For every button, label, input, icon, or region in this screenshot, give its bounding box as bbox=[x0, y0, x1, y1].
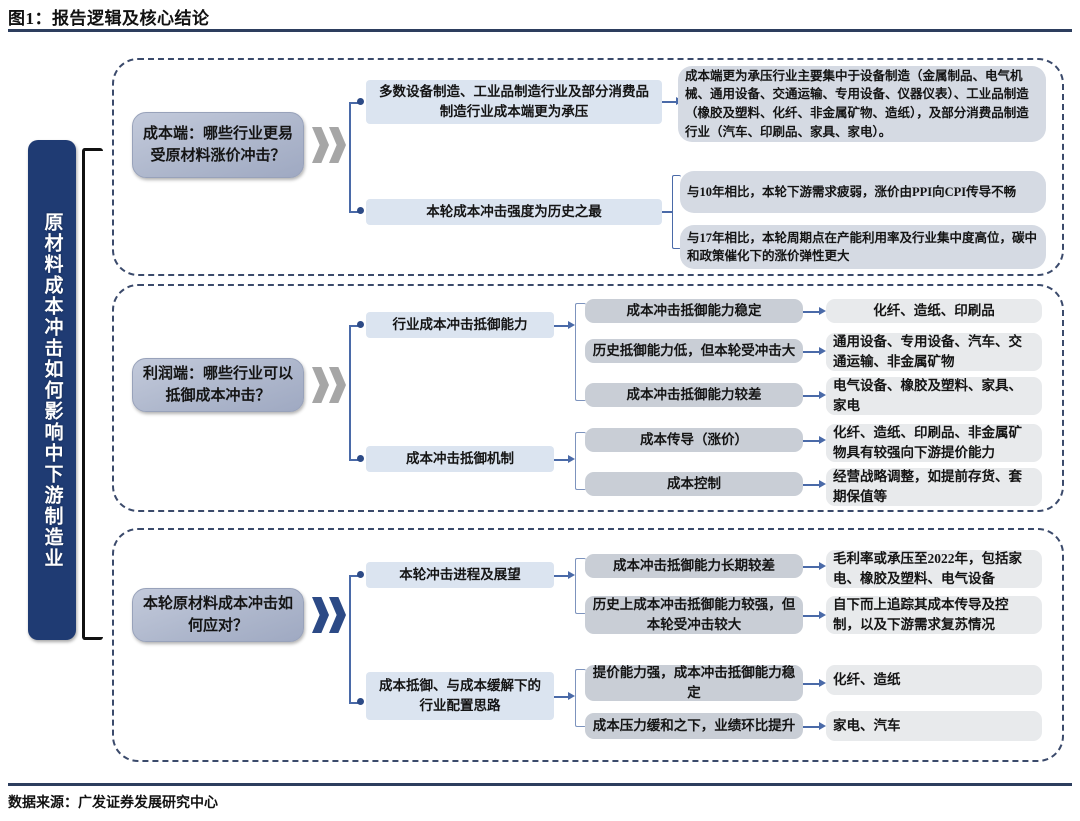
topic-2-1-1[interactable]: 成本冲击抵御能力稳定 bbox=[585, 299, 803, 323]
connector-horizontal-3a bbox=[349, 575, 361, 577]
result-3-1-2: 自下而上追踪其成本传导及控制，以及下游需求复苏情况 bbox=[826, 596, 1042, 634]
result-2-2-1: 化纤、造纸、印刷品、非金属矿物具有较强向下游提价能力 bbox=[826, 424, 1042, 462]
connector-horizontal-3-2-1 bbox=[803, 683, 821, 685]
connector-dot-2a bbox=[357, 321, 364, 328]
connector-horizontal-2-1-3 bbox=[803, 395, 821, 397]
bracket-3-1 bbox=[575, 558, 586, 614]
connector-horizontal-2a bbox=[349, 325, 361, 327]
section-frame-profit-side bbox=[112, 284, 1064, 512]
result-3-2-2: 家电、汽车 bbox=[826, 711, 1042, 741]
grouping-brace bbox=[82, 148, 103, 640]
bracket-1-2 bbox=[672, 175, 681, 249]
topic-3-1-1[interactable]: 成本冲击抵御能力长期较差 bbox=[585, 554, 803, 578]
connector-horizontal-2-1-2 bbox=[803, 351, 821, 353]
arrow-icon-3-2-2 bbox=[819, 722, 826, 730]
chevron-icon-response bbox=[312, 597, 346, 633]
connector-horizontal-3-2 bbox=[554, 696, 570, 698]
note-1-1-1: 成本端更为承压行业主要集中于设备制造（金属制品、电气机械、通用设备、交通运输、专… bbox=[678, 66, 1046, 142]
topic-3-2-1[interactable]: 提价能力强，成本冲击抵御能力稳定 bbox=[585, 665, 803, 701]
connector-vertical-1 bbox=[349, 102, 351, 212]
source-note: 数据来源：广发证券发展研究中心 bbox=[8, 796, 218, 811]
arrow-icon-3-1-2 bbox=[819, 611, 826, 619]
arrow-icon-3-1 bbox=[568, 571, 575, 579]
connector-horizontal-3-2-2 bbox=[803, 726, 821, 728]
result-2-2-2: 经营战略调整，如提前存货、套期保值等 bbox=[826, 468, 1042, 506]
topic-3-2-2[interactable]: 成本压力缓和之下，业绩环比提升 bbox=[585, 713, 803, 739]
bracket-3-2 bbox=[575, 669, 586, 727]
branch-label-1-2[interactable]: 本轮成本冲击强度为历史之最 bbox=[366, 199, 662, 225]
arrow-icon-2-2-1 bbox=[819, 436, 826, 444]
connector-dot-1b bbox=[357, 207, 364, 214]
topic-2-2-2[interactable]: 成本控制 bbox=[585, 472, 803, 496]
arrow-icon-2-1-2 bbox=[819, 347, 826, 355]
connector-horizontal-2-1-1 bbox=[803, 311, 821, 313]
branch-label-1-1[interactable]: 多数设备制造、工业品制造行业及部分消费品制造行业成本端更为承压 bbox=[366, 80, 662, 124]
section-question-cost-side[interactable]: 成本端：哪些行业更易受原材料涨价冲击？ bbox=[132, 112, 304, 178]
connector-horizontal-2-2 bbox=[554, 459, 570, 461]
chevron-icon-profit-side bbox=[312, 367, 346, 403]
branch-label-3-1[interactable]: 本轮冲击进程及展望 bbox=[366, 562, 554, 588]
connector-vertical-2 bbox=[349, 325, 351, 460]
branch-label-3-2[interactable]: 成本抵御、与成本缓解下的行业配置思路 bbox=[366, 672, 554, 720]
connector-dot-2b bbox=[357, 455, 364, 462]
arrow-icon-3-2 bbox=[568, 692, 575, 700]
arrow-icon-2-1 bbox=[568, 321, 575, 329]
connector-horizontal-2-2-2 bbox=[803, 484, 821, 486]
connector-horizontal-2-1 bbox=[554, 325, 570, 327]
topic-2-2-1[interactable]: 成本传导（涨价） bbox=[585, 428, 803, 452]
connector-dot-3b bbox=[357, 698, 364, 705]
branch-label-2-2[interactable]: 成本冲击抵御机制 bbox=[366, 446, 554, 472]
connector-horizontal-1-1 bbox=[662, 101, 678, 103]
arrow-icon-3-2-1 bbox=[819, 679, 826, 687]
result-3-1-1: 毛利率或承压至2022年，包括家电、橡胶及塑料、电气设备 bbox=[826, 550, 1042, 588]
spine-banner: 原材料成本冲击如何影响中下游制造业 bbox=[28, 140, 76, 640]
spine-label: 原材料成本冲击如何影响中下游制造业 bbox=[41, 211, 63, 569]
section-question-profit-side[interactable]: 利润端：哪些行业可以抵御成本冲击？ bbox=[132, 358, 304, 412]
arrow-icon-2-1-3 bbox=[819, 391, 826, 399]
connector-horizontal-3-1 bbox=[554, 575, 570, 577]
connector-horizontal-2-2-1 bbox=[803, 440, 821, 442]
result-2-1-1: 化纤、造纸、印刷品 bbox=[826, 299, 1042, 323]
connector-horizontal-2b bbox=[349, 459, 361, 461]
section-question-response[interactable]: 本轮原材料成本冲击如何应对？ bbox=[132, 588, 304, 642]
connector-dot-1a bbox=[357, 98, 364, 105]
page-title: 图1：报告逻辑及核心结论 bbox=[8, 9, 210, 28]
topic-3-1-2[interactable]: 历史上成本冲击抵御能力较强，但本轮受冲击较大 bbox=[585, 596, 803, 634]
connector-dot-3a bbox=[357, 571, 364, 578]
connector-horizontal-3b bbox=[349, 702, 361, 704]
arrow-icon-3-1-1 bbox=[819, 562, 826, 570]
connector-horizontal-1b bbox=[349, 211, 361, 213]
note-1-2-2: 与17年相比，本轮周期点在产能利用率及行业集中度高位，碳中和政策催化下的涨价弹性… bbox=[680, 225, 1046, 269]
chevron-icon-cost-side bbox=[312, 127, 346, 163]
connector-horizontal-1-2 bbox=[662, 211, 672, 213]
topic-2-1-3[interactable]: 成本冲击抵御能力较差 bbox=[585, 383, 803, 407]
arrow-icon-2-1-1 bbox=[819, 307, 826, 315]
topic-2-1-2[interactable]: 历史抵御能力低，但本轮受冲击大 bbox=[585, 339, 803, 363]
connector-horizontal-3-1-1 bbox=[803, 566, 821, 568]
bottom-rule bbox=[8, 783, 1072, 786]
result-3-2-1: 化纤、造纸 bbox=[826, 665, 1042, 695]
bracket-2-2 bbox=[575, 432, 586, 490]
bracket-2-1 bbox=[575, 303, 586, 401]
result-2-1-2: 通用设备、专用设备、汽车、交通运输、非金属矿物 bbox=[826, 333, 1042, 371]
top-rule bbox=[8, 29, 1072, 32]
connector-horizontal-1a bbox=[349, 102, 361, 104]
connector-vertical-3 bbox=[349, 575, 351, 703]
arrow-icon-2-2-2 bbox=[819, 480, 826, 488]
result-2-1-3: 电气设备、橡胶及塑料、家具、家电 bbox=[826, 377, 1042, 415]
note-1-2-1: 与10年相比，本轮下游需求疲弱，涨价由PPI向CPI传导不畅 bbox=[680, 171, 1046, 213]
section-frame-response bbox=[112, 528, 1064, 762]
connector-horizontal-3-1-2 bbox=[803, 615, 821, 617]
branch-label-2-1[interactable]: 行业成本冲击抵御能力 bbox=[366, 312, 554, 338]
arrow-icon-2-2 bbox=[568, 455, 575, 463]
section-frame-cost-side bbox=[112, 58, 1064, 276]
